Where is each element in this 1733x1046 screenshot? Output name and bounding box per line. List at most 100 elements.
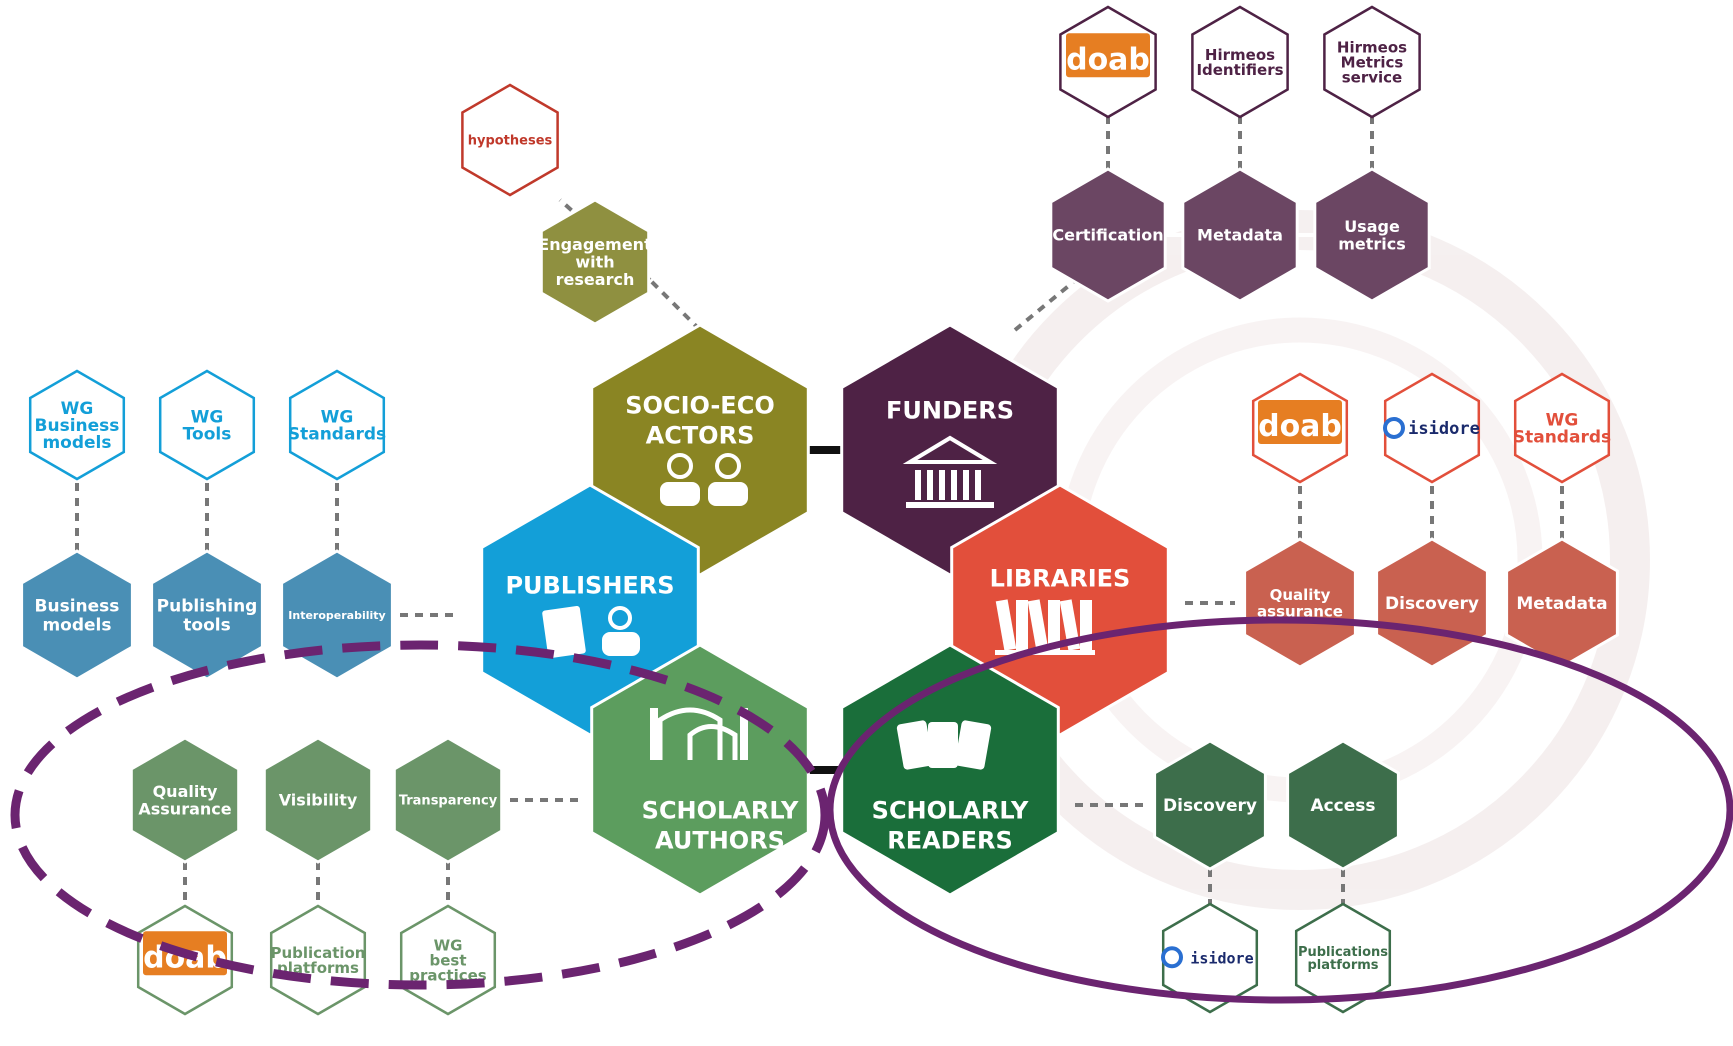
- bank-column-icon: [915, 470, 921, 500]
- book-icon: [542, 605, 586, 659]
- tool-authors-wg-best-practices-label-line: WG: [434, 936, 463, 954]
- core-label-socio-line: ACTORS: [646, 421, 755, 449]
- core-label-libraries: LIBRARIES: [990, 564, 1131, 592]
- service-transparency-label-line: Transparency: [399, 794, 498, 809]
- service-publishing-tools-label-line: Publishing: [157, 597, 258, 617]
- person-icon: [602, 632, 640, 656]
- service-usage-metrics-label-line: metrics: [1338, 234, 1406, 253]
- tool-publishers-wg-business-models-label-line: Business: [35, 416, 120, 436]
- tool-readers-isidore-label-line: isidore: [1190, 949, 1253, 967]
- service-engagement-label-line: Engagement: [538, 235, 652, 254]
- core-label-libraries-line: LIBRARIES: [990, 564, 1131, 592]
- service-certification: [1049, 167, 1167, 303]
- tool-readers-isidore-label: isidore: [1190, 949, 1253, 967]
- core-hex-funders: [840, 323, 1060, 577]
- bank-column-icon: [951, 470, 957, 500]
- service-discovery-label: Discovery: [1385, 594, 1479, 614]
- tool-funders-hirmeos-metrics-service-label-line: service: [1342, 68, 1402, 86]
- bank-column-icon: [975, 470, 981, 500]
- isidore-logo-icon: [1161, 946, 1183, 969]
- icons: [542, 435, 1095, 770]
- book-spine-icon: [995, 599, 1017, 651]
- service-visibility: [262, 736, 374, 864]
- tool-authors-publication-platforms: [269, 904, 367, 1016]
- isidore-logo-icon: [1383, 416, 1405, 439]
- person-icon: [660, 482, 700, 506]
- tool-libraries-doab-label: doab: [1258, 409, 1342, 444]
- core-label-funders: FUNDERS: [886, 396, 1014, 424]
- bank-column-icon: [927, 470, 933, 500]
- tool-hypotheses-label-line: hypotheses: [468, 134, 553, 149]
- service-publishing-tools: [150, 549, 264, 681]
- service-business-models: [20, 549, 134, 681]
- tool-libraries-wg-standards-label-line: Standards: [1513, 427, 1611, 447]
- service-certification-label-line: Certification: [1052, 226, 1163, 245]
- core-hex-socio: [590, 323, 810, 577]
- service-quality-assurance: [129, 736, 241, 864]
- tool-hypotheses-label: hypotheses: [468, 134, 553, 149]
- book-arch-icon: [657, 707, 723, 760]
- tool-publishers-wg-business-models-label-line: WG: [61, 399, 94, 419]
- service-transparency-label: Transparency: [399, 794, 498, 809]
- doab-logo-icon: [1066, 33, 1150, 78]
- service-usage-metrics-label-line: Usage: [1344, 217, 1400, 236]
- service-discovery: [1153, 739, 1267, 871]
- tool-funders-doab-label: doab: [1066, 42, 1150, 77]
- book-icon: [896, 720, 934, 770]
- service-engagement-label-line: research: [556, 270, 635, 289]
- service-quality-assurance: [1243, 537, 1357, 669]
- tool-readers-publications-platforms-label-line: Publications: [1298, 945, 1388, 960]
- service-usage-metrics: [1313, 167, 1431, 303]
- core-label-socio-line: SOCIO-ECO: [625, 391, 774, 419]
- book-spine-icon: [740, 708, 748, 760]
- core-label-readers-line: SCHOLARLY: [872, 796, 1029, 824]
- doab-logo-icon: [1258, 399, 1342, 444]
- tool-libraries-wg-standards-label-line: WG: [1546, 410, 1579, 430]
- service-access-label: Access: [1310, 796, 1375, 816]
- core-hex-authors: [590, 643, 810, 897]
- service-publishing-tools-label-line: tools: [183, 615, 230, 635]
- book-spine-icon: [1027, 599, 1049, 651]
- service-metadata: [1505, 537, 1619, 669]
- tool-readers-publications-platforms-label-line: platforms: [1307, 958, 1378, 973]
- readers-highlight-ellipse: [826, 616, 1733, 1004]
- person-icon: [667, 453, 693, 479]
- person-icon: [608, 606, 632, 630]
- core-label-funders-line: FUNDERS: [886, 396, 1014, 424]
- tool-publishers-wg-standards-label-line: Standards: [288, 424, 386, 444]
- tool-publishers-wg-tools-label-line: WG: [191, 407, 224, 427]
- service-engagement-label-line: with: [575, 253, 614, 272]
- bank-column-icon: [963, 470, 969, 500]
- tool-publishers-wg-business-models-label-line: models: [42, 433, 111, 453]
- tool-funders-hirmeos-metrics-service: [1323, 5, 1421, 119]
- tool-funders-doab-label-line: doab: [1066, 42, 1150, 77]
- service-visibility-label-line: Visibility: [279, 791, 358, 810]
- tool-publishers-wg-tools: [158, 369, 256, 481]
- service-discovery-label-line: Discovery: [1385, 594, 1479, 614]
- service-interoperability-label: Interoperability: [288, 609, 385, 622]
- tool-funders-hirmeos-metrics-service-label-line: Hirmeos: [1337, 38, 1407, 56]
- service-engagement: [539, 198, 651, 326]
- tool-funders-hirmeos-metrics-service-label-line: Metrics: [1341, 53, 1404, 71]
- core-label-readers-line: READERS: [887, 826, 1013, 854]
- socio-connector: [648, 278, 702, 332]
- core-label-authors-line: SCHOLARLY: [642, 796, 799, 824]
- book-spine-icon: [650, 708, 658, 760]
- tool-publishers-wg-business-models: [28, 369, 126, 481]
- service-metadata-label-line: Metadata: [1516, 594, 1607, 614]
- core-label-publishers: PUBLISHERS: [505, 571, 674, 599]
- tool-libraries-doab-label-line: doab: [1258, 409, 1342, 444]
- tool-funders-hirmeos-identifiers-label-line: Identifiers: [1196, 61, 1283, 79]
- shelf-icon: [995, 650, 1095, 655]
